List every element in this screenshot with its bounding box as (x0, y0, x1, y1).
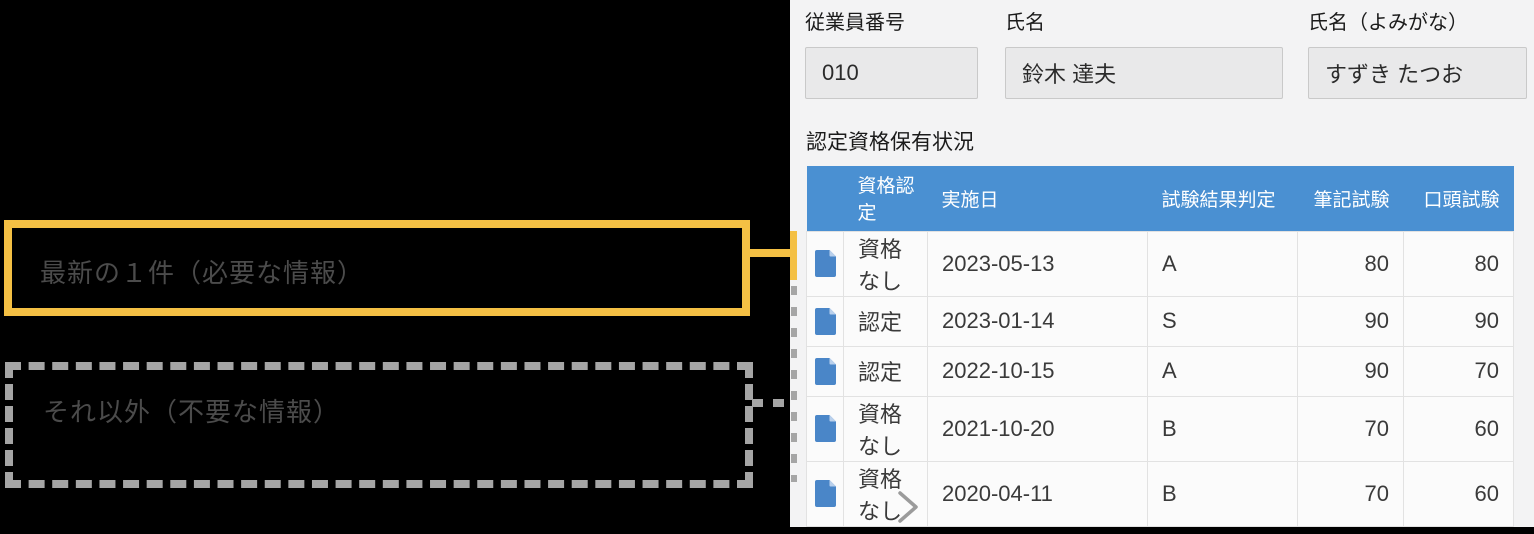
date-cell: 2021-10-20 (927, 395, 1148, 462)
oral-score-cell: 90 (1403, 295, 1514, 347)
oral-score-cell: 60 (1403, 395, 1514, 462)
certification-table: 資格認定 実施日 試験結果判定 筆記試験 口頭試験 資格なし (806, 166, 1514, 527)
oral-score-cell: 60 (1403, 460, 1514, 527)
document-icon[interactable] (814, 307, 836, 335)
column-header-written: 筆記試験 (1297, 166, 1404, 231)
certification-cell: 資格なし (843, 395, 928, 462)
date-cell: 2023-01-14 (927, 295, 1148, 347)
employee-number-group: 従業員番号 (805, 6, 978, 99)
column-header-grade: 試験結果判定 (1147, 166, 1298, 231)
document-icon[interactable] (814, 480, 836, 508)
grade-cell: A (1147, 345, 1298, 397)
annotation-latest-box: 最新の１件（必要な情報） (4, 220, 750, 316)
table-row: 資格なし 2023-05-13 A 80 80 (806, 230, 1514, 297)
oral-score-cell: 80 (1403, 230, 1514, 297)
annotation-latest-label: 最新の１件（必要な情報） (40, 257, 365, 288)
table-row: 認定 2023-01-14 S 90 90 (806, 295, 1514, 347)
date-cell: 2020-04-11 (927, 460, 1148, 527)
name-kana-label: 氏名（よみがな） (1308, 12, 1468, 34)
grade-cell: B (1147, 395, 1298, 462)
name-kana-field[interactable] (1308, 47, 1527, 99)
app-panel: 従業員番号 氏名 氏名（よみがな） 認定資格保有状況 資格認定 実施日 試験結果… (790, 0, 1534, 527)
connector-bracket-dashed (791, 286, 797, 482)
table-row: 資格なし 2021-10-20 B 70 60 (806, 395, 1514, 462)
grade-cell: A (1147, 230, 1298, 297)
certification-cell: 資格なし (843, 230, 928, 297)
column-header-certification: 資格認定 (843, 166, 928, 231)
date-cell: 2022-10-15 (927, 345, 1148, 397)
column-header-date: 実施日 (927, 166, 1148, 231)
grade-cell: B (1147, 460, 1298, 527)
certification-cell: 認定 (843, 345, 928, 397)
name-field[interactable] (1005, 47, 1283, 99)
annotation-others-label: それ以外（不要な情報） (43, 397, 341, 427)
grade-cell: S (1147, 295, 1298, 347)
connector-line-dashed (752, 399, 791, 407)
document-icon[interactable] (814, 415, 836, 443)
oral-score-cell: 70 (1403, 345, 1514, 397)
name-group: 氏名 (1005, 6, 1283, 99)
name-kana-group: 氏名（よみがな） (1308, 6, 1527, 99)
written-score-cell: 80 (1297, 230, 1404, 297)
document-icon[interactable] (814, 250, 836, 278)
annotation-others-box: それ以外（不要な情報） (5, 362, 753, 488)
table-header-row: 資格認定 実施日 試験結果判定 筆記試験 口頭試験 (806, 166, 1514, 231)
certification-cell: 認定 (843, 295, 928, 347)
column-header-oral: 口頭試験 (1403, 166, 1514, 231)
employee-number-label: 従業員番号 (805, 12, 905, 34)
date-cell: 2023-05-13 (927, 230, 1148, 297)
table-row: 資格なし 2020-04-11 B 70 60 (806, 460, 1514, 527)
name-label: 氏名 (1005, 12, 1045, 34)
column-header-icon (806, 166, 844, 231)
connector-bracket-solid (790, 231, 797, 280)
document-icon[interactable] (814, 357, 836, 385)
employee-number-field[interactable] (805, 47, 978, 99)
connector-line-solid (750, 249, 791, 257)
written-score-cell: 90 (1297, 295, 1404, 347)
written-score-cell: 70 (1297, 460, 1404, 527)
table-row: 認定 2022-10-15 A 90 70 (806, 345, 1514, 397)
next-page-button[interactable] (886, 488, 928, 526)
written-score-cell: 70 (1297, 395, 1404, 462)
written-score-cell: 90 (1297, 345, 1404, 397)
certification-section-title: 認定資格保有状況 (806, 131, 974, 154)
chevron-right-icon (898, 491, 918, 523)
